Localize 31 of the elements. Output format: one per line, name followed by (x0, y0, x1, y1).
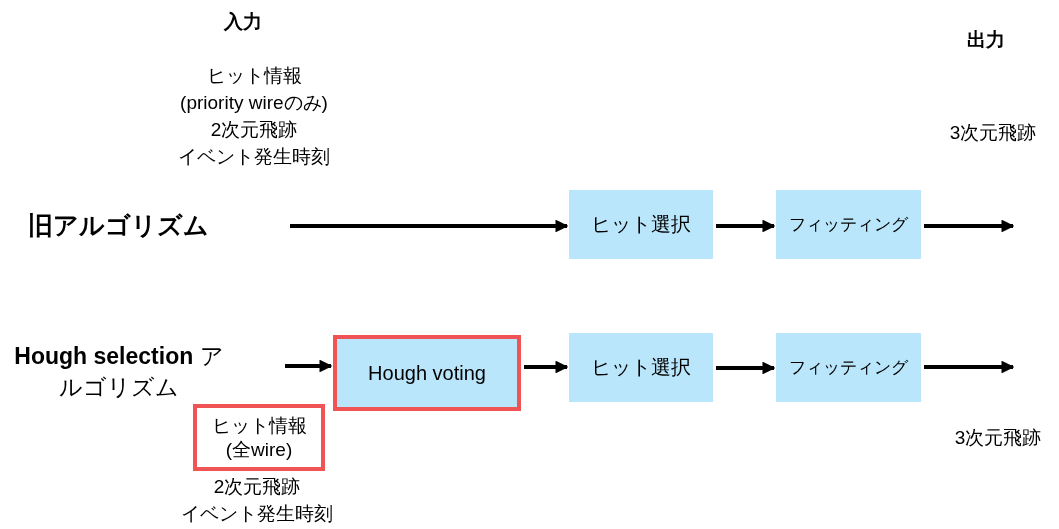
text-label: ヒット情報 (206, 64, 302, 88)
text-label: 入力 (224, 10, 262, 34)
text-label: 3次元飛跡 (954, 426, 1042, 450)
text-label: 出力 (967, 28, 1005, 52)
arrow (285, 359, 333, 373)
text-label: (priority wireのみ) (180, 91, 328, 115)
box-text: フィッティング (789, 357, 908, 379)
process-box (193, 404, 325, 471)
process-box (569, 333, 713, 402)
process-box (333, 335, 521, 411)
text-label: Hough selection アルゴリズム (13, 341, 225, 402)
process-box (776, 190, 921, 259)
process-box (776, 333, 921, 402)
process-box (569, 190, 713, 259)
arrow (290, 219, 569, 233)
box-text: ヒット選択 (591, 212, 691, 237)
text-label: 3次元飛跡 (949, 121, 1037, 145)
box-text: Hough voting (368, 361, 486, 385)
box-text: ヒット情報(全wire) (210, 413, 308, 462)
text-label: イベント発生時刻 (181, 502, 333, 526)
text-label: 2次元飛跡 (210, 118, 298, 142)
text-label: 2次元飛跡 (213, 475, 301, 499)
box-text: フィッティング (789, 214, 908, 236)
text-label: 旧アルゴリズム (27, 210, 209, 240)
arrow (716, 361, 776, 375)
box-text: ヒット選択 (591, 355, 691, 380)
text-label: イベント発生時刻 (178, 145, 330, 169)
arrow (924, 360, 1015, 374)
arrow (924, 219, 1015, 233)
arrow (524, 360, 569, 374)
arrow (716, 219, 776, 233)
